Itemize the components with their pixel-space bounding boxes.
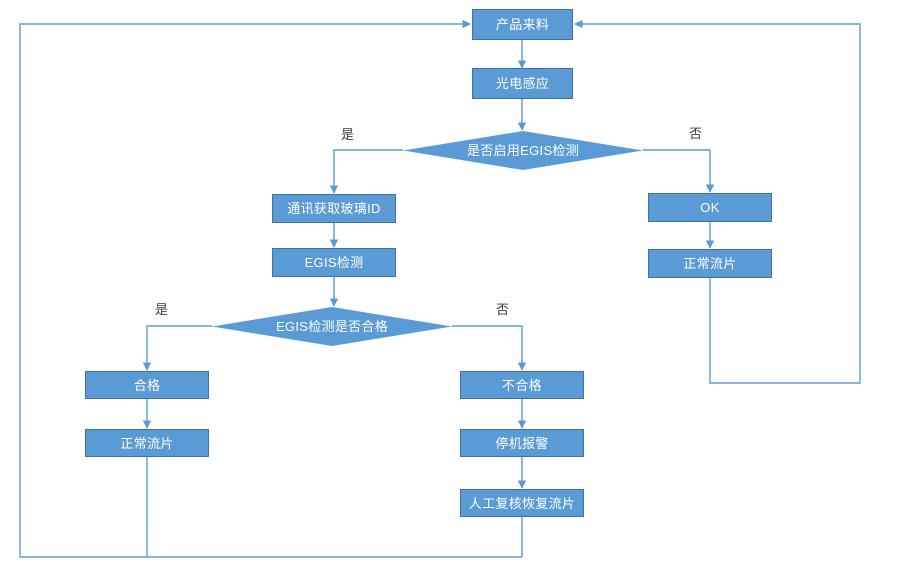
- edge-n8-yes-n9: [142, 325, 212, 371]
- node-photoelectric-sensing[interactable]: 光电感应: [472, 68, 573, 99]
- node-normal-flow-right[interactable]: 正常流片: [648, 249, 772, 278]
- node-label: 正常流片: [683, 256, 737, 271]
- edge-label-text: 否: [689, 126, 703, 141]
- node-label: 人工复核恢复流片: [468, 495, 576, 511]
- edge-label-yes-enable-egis: 是: [341, 128, 354, 141]
- node-decision-enable-egis[interactable]: 是否启用EGIS检测: [403, 131, 643, 170]
- node-label: 通讯获取玻璃ID: [287, 201, 381, 216]
- edge-n8-no-n11: [452, 325, 527, 371]
- node-stop-alarm[interactable]: 停机报警: [460, 429, 584, 457]
- node-egis-inspection[interactable]: EGIS检测: [272, 248, 396, 277]
- node-label: 是否启用EGIS检测: [466, 143, 580, 158]
- node-ok[interactable]: OK: [648, 193, 772, 222]
- node-pass[interactable]: 合格: [85, 371, 209, 399]
- node-label: 产品来料: [495, 17, 550, 32]
- node-label: EGIS检测是否合格: [275, 319, 389, 334]
- node-label: OK: [700, 200, 720, 215]
- node-fail[interactable]: 不合格: [460, 371, 584, 399]
- node-manual-review-resume[interactable]: 人工复核恢复流片: [460, 489, 584, 517]
- node-product-incoming[interactable]: 产品来料: [472, 9, 573, 40]
- node-label: 光电感应: [495, 76, 550, 91]
- edge-label-no-enable-egis: 否: [689, 127, 702, 140]
- edge-label-text: 否: [496, 302, 510, 317]
- edge-label-text: 是: [155, 302, 169, 317]
- node-label: EGIS检测: [304, 255, 364, 270]
- edge-label-yes-egis-pass: 是: [155, 303, 168, 316]
- edge-n3-yes-n4: [329, 149, 403, 194]
- node-label: 不合格: [502, 377, 542, 393]
- node-label: 停机报警: [495, 435, 549, 451]
- edge-n7-return-to-n1: [574, 19, 861, 384]
- edge-label-no-egis-pass: 否: [496, 303, 509, 316]
- node-label: 合格: [133, 377, 161, 393]
- node-label: 正常流片: [120, 435, 174, 451]
- edge-bottom-rail-to-n1: [19, 19, 522, 558]
- node-normal-flow-left[interactable]: 正常流片: [85, 429, 209, 457]
- edge-n3-no-n6: [643, 149, 715, 193]
- node-decision-egis-pass[interactable]: EGIS检测是否合格: [212, 307, 452, 346]
- edge-label-text: 是: [341, 127, 355, 142]
- node-get-glass-id[interactable]: 通讯获取玻璃ID: [272, 194, 396, 223]
